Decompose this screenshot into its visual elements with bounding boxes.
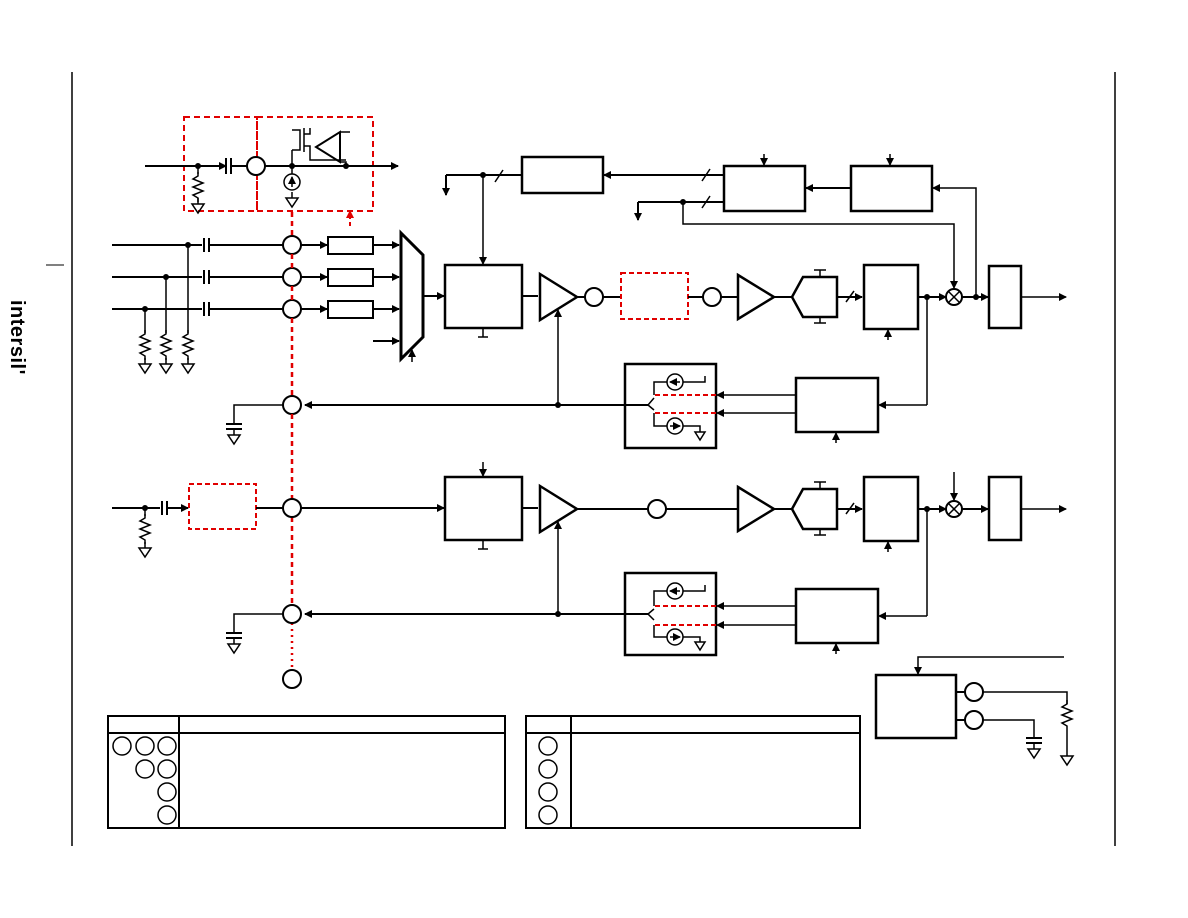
ch1-block <box>443 263 524 330</box>
pga-amp-icon <box>538 271 580 323</box>
node-circle <box>647 499 667 519</box>
driver-amp-icon <box>736 272 777 322</box>
node-circle <box>282 604 302 624</box>
legend-table-2 <box>525 715 861 829</box>
input-mux <box>399 229 425 363</box>
reference-block-section <box>874 656 1074 766</box>
legend-symbols <box>538 736 558 825</box>
adc-icon <box>790 487 839 531</box>
input-block <box>327 268 374 287</box>
node-circle <box>282 669 302 689</box>
ch1-dsp-block <box>862 263 920 331</box>
ch2-control-block <box>794 587 880 645</box>
node-circle <box>964 710 984 730</box>
input-block <box>327 236 374 255</box>
input-block <box>327 300 374 319</box>
ch1-output-block <box>987 264 1023 330</box>
input-buffer-section <box>145 116 399 226</box>
ch2-input-block <box>188 483 257 530</box>
page-border <box>46 72 1116 846</box>
node-circle <box>702 287 722 307</box>
ch2-dsp-block <box>862 475 920 543</box>
ch1-filter-block <box>620 272 689 320</box>
ch2-output-block <box>987 475 1023 542</box>
node-circle <box>282 235 302 255</box>
control-row <box>442 154 977 297</box>
top-block-2 <box>722 164 807 213</box>
driver-amp-icon <box>736 484 777 534</box>
node-circle <box>282 267 302 287</box>
top-block-3 <box>849 164 934 213</box>
reference-block <box>874 673 958 740</box>
legend-table-1 <box>107 715 506 829</box>
pga-amp-icon <box>538 483 580 535</box>
channel-1-chain <box>226 175 1067 450</box>
node-circle <box>584 287 604 307</box>
reference-bus <box>282 212 302 689</box>
channel-2-chain <box>112 462 1067 657</box>
ch1-control-block <box>794 376 880 434</box>
legend-symbols <box>112 736 177 825</box>
channel-1-inputs <box>112 229 445 374</box>
node-circle <box>282 498 302 518</box>
top-block-1 <box>520 155 605 195</box>
node-circle <box>282 395 302 415</box>
ch2-block <box>443 475 524 542</box>
node-circle <box>282 299 302 319</box>
node-circle <box>246 156 266 176</box>
adc-icon <box>790 275 839 319</box>
node-circle <box>964 682 984 702</box>
buffer-amp-icon <box>314 130 341 164</box>
